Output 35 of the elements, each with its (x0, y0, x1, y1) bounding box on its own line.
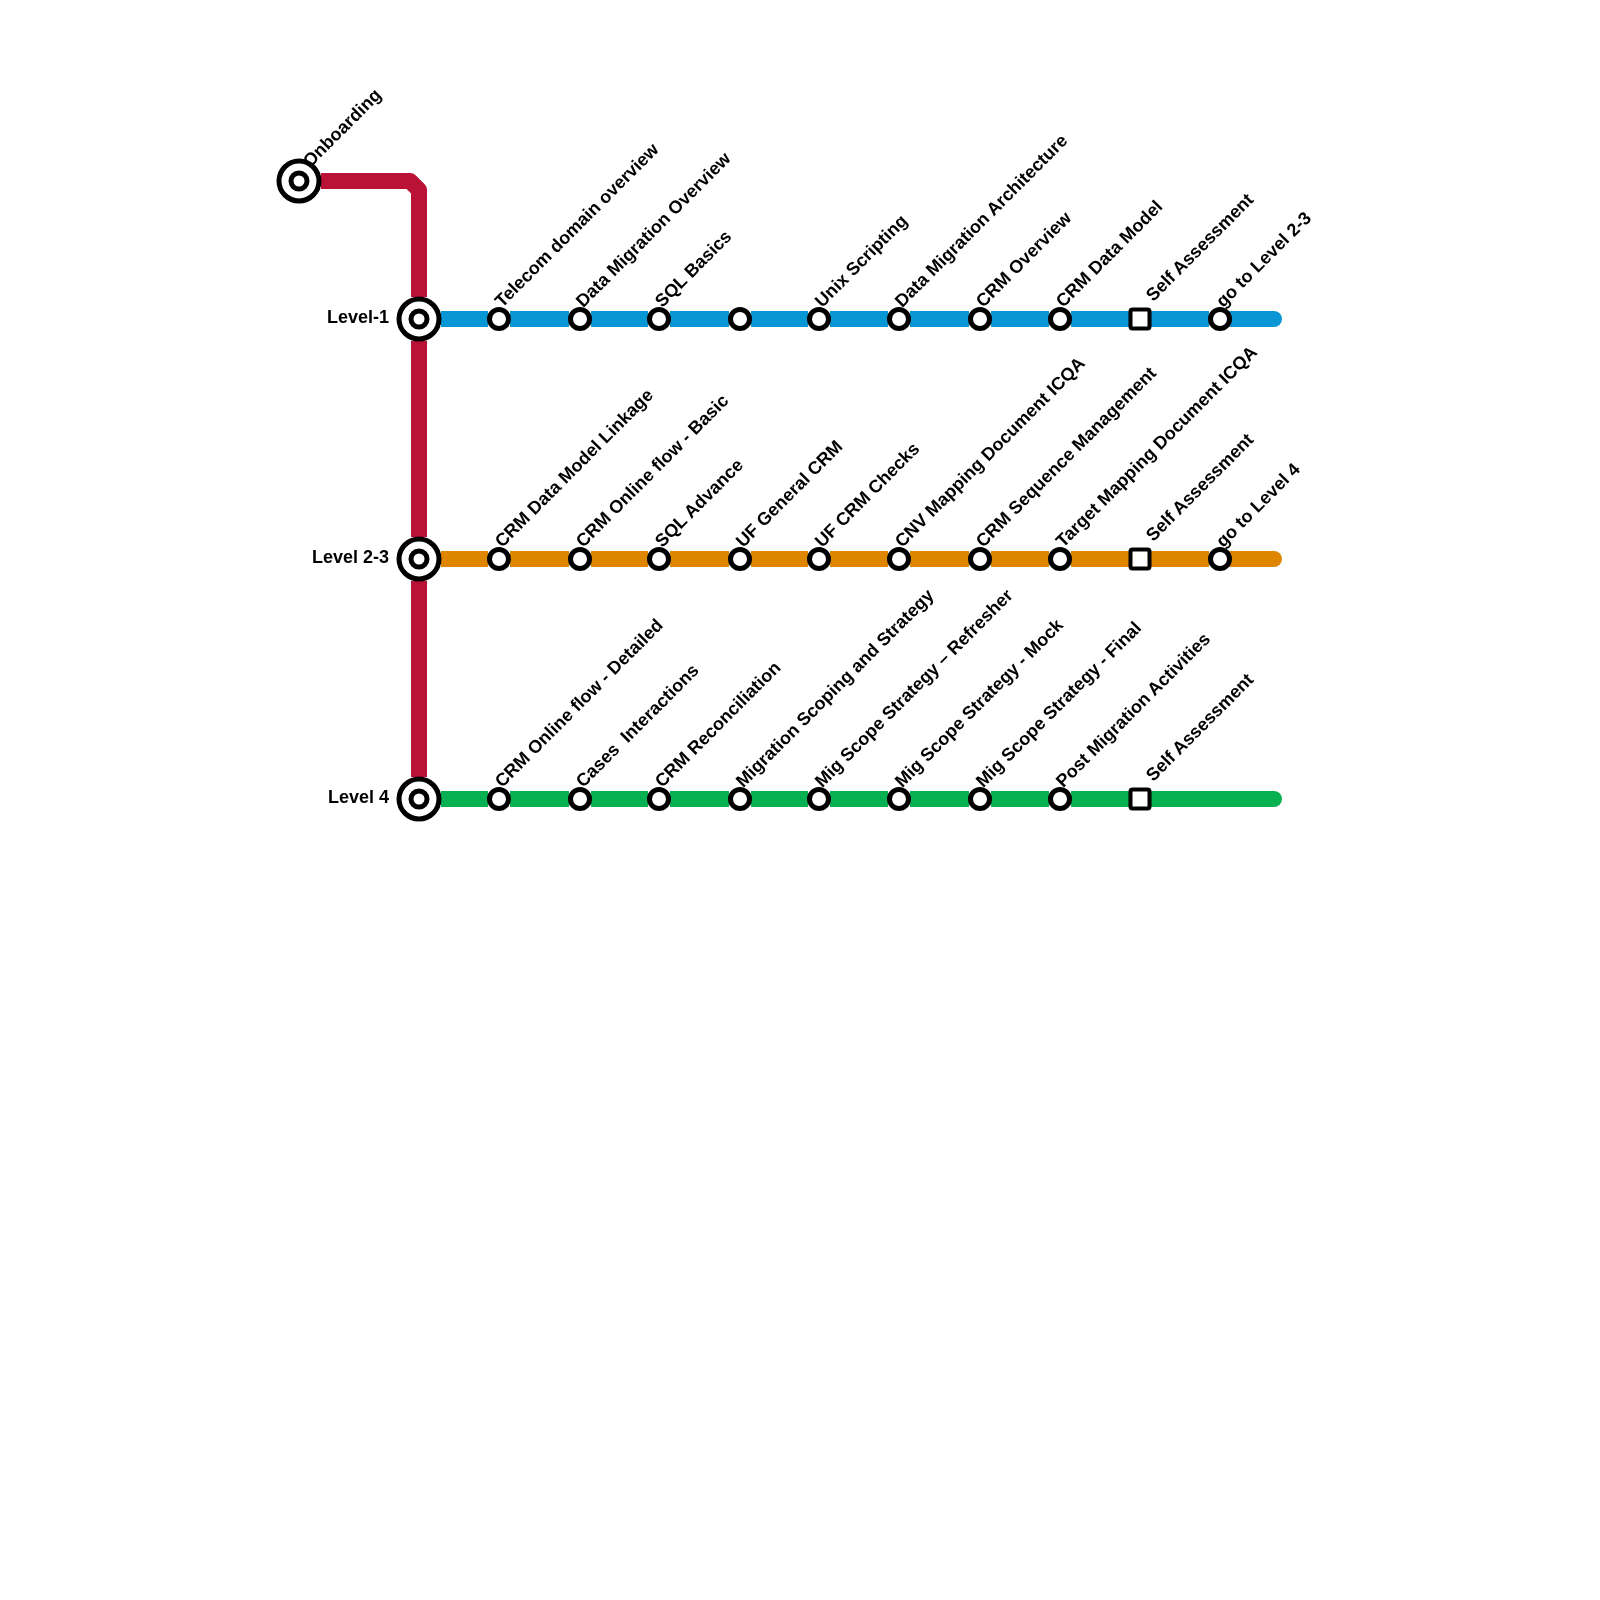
metro-line (670, 551, 729, 567)
metro-line (1151, 551, 1209, 567)
metro-line (910, 791, 969, 807)
metro-line (411, 581, 427, 777)
metro-line (910, 311, 969, 327)
metro-line (991, 311, 1049, 327)
metro-line (510, 311, 569, 327)
metro-line (830, 311, 888, 327)
metro-line (411, 341, 427, 537)
metro-line (991, 551, 1049, 567)
metro-line (910, 551, 969, 567)
metro-line (591, 791, 648, 807)
metro-line (321, 173, 427, 297)
metro-line (670, 311, 729, 327)
metro-line (510, 551, 569, 567)
metro-line (591, 311, 648, 327)
metro-line (510, 791, 569, 807)
metro-line (1151, 311, 1209, 327)
metro-line (670, 791, 729, 807)
metro-line (1071, 791, 1129, 807)
line-name: Level 4 (327, 787, 389, 807)
metro-line (1071, 551, 1129, 567)
metro-line (591, 551, 648, 567)
metro-line (830, 791, 888, 807)
line-name: Level 2-3 (311, 547, 389, 567)
metro-line (830, 551, 888, 567)
line-name: Level-1 (326, 307, 389, 327)
metro-line (441, 551, 488, 567)
metro-line (991, 791, 1049, 807)
metro-line (751, 791, 808, 807)
metro-line (1071, 311, 1129, 327)
metro-line (751, 551, 808, 567)
metro-line (441, 311, 488, 327)
metro-line (751, 311, 808, 327)
metro-line (441, 791, 488, 807)
